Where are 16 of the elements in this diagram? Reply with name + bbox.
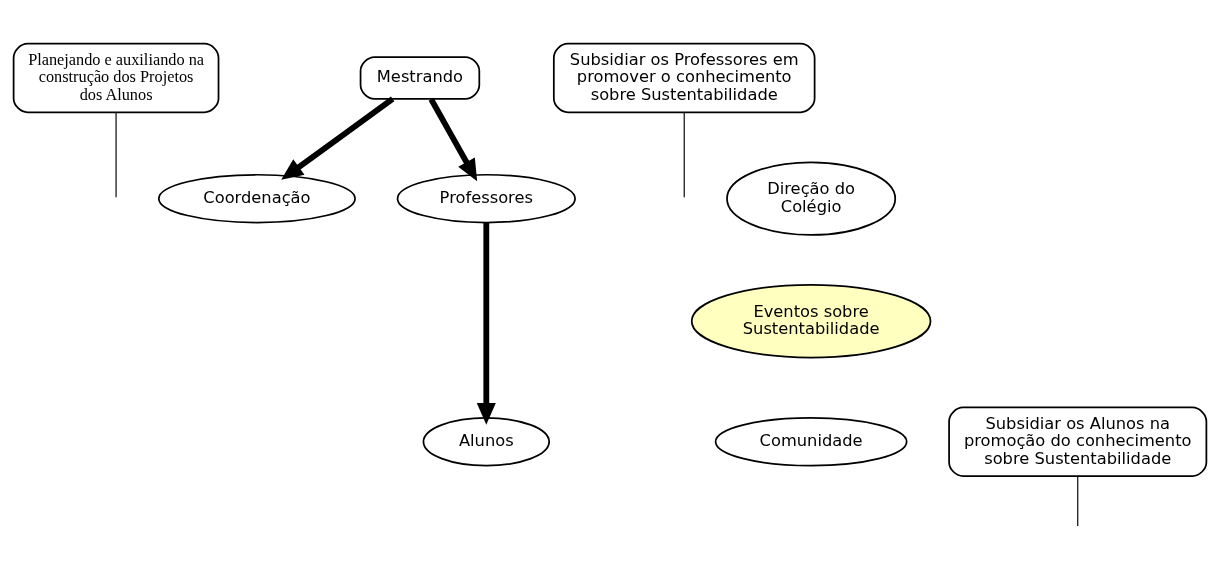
arrow	[428, 97, 478, 182]
connector	[115, 111, 117, 198]
arrow	[476, 222, 496, 425]
node-ellipse: Professores	[396, 173, 576, 224]
node-ellipse: Alunos	[422, 417, 550, 467]
connector	[683, 111, 685, 198]
node-box: Planejando e auxiliando na construção dos Projetos dos Alunos	[12, 42, 220, 114]
node-box: Mestrando	[359, 56, 481, 100]
arrow	[281, 96, 395, 180]
connector	[1077, 475, 1079, 527]
node-box: Subsidiar os Alunos na promoção do conhecimento sobre Sustentabilidade	[948, 406, 1208, 477]
node-ellipse: Eventos sobre Sustentabilidade	[690, 283, 932, 359]
node-ellipse: Coordenação	[157, 173, 356, 224]
node-ellipse: Direção do Colégio	[726, 161, 897, 236]
node-ellipse: Comunidade	[714, 417, 908, 467]
node-box: Subsidiar os Professores em promover o conhecimento sobre Sustentabilidade	[552, 42, 816, 114]
